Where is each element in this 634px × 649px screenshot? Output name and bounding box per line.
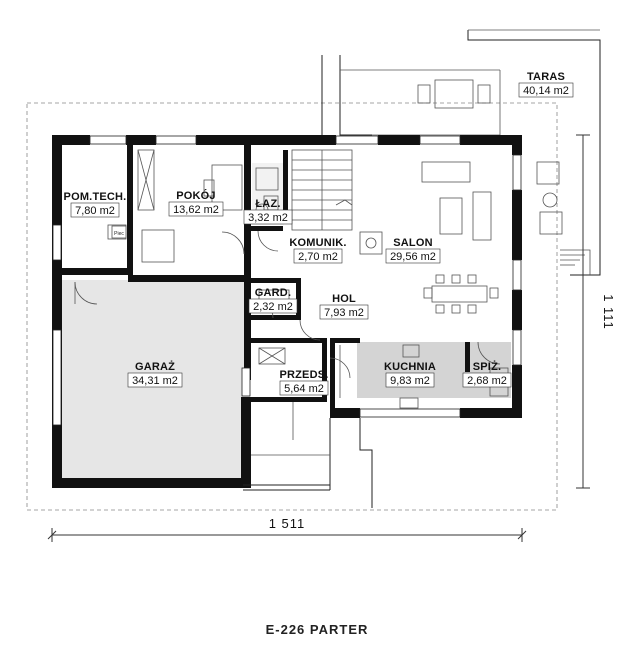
room-label-przeds: PRZEDS. 5,64 m2 (279, 369, 329, 396)
furniture (107, 149, 509, 409)
room-area: 7,93 m2 (324, 307, 364, 319)
room-area: 40,14 m2 (523, 85, 569, 97)
room-name: POKÓJ (176, 189, 216, 202)
room-area: 7,80 m2 (75, 205, 115, 217)
room-area: 34,31 m2 (132, 375, 178, 387)
room-area-box (462, 372, 512, 388)
interior-walls (62, 145, 470, 418)
room-name: GARAŻ (135, 360, 175, 373)
room-label-komunik: KOMUNIK. 2,70 m2 (289, 237, 346, 264)
room-labels: POM.TECH. 7,80 m2 POKÓJ 13,62 m2 ŁAZ. 3,32 m2… (64, 71, 574, 396)
room-label-spiz: SPIŻ. 2,68 m2 (462, 360, 512, 388)
room-area-box (279, 380, 329, 396)
room-label-taras: TARAS 40,14 m2 (518, 71, 574, 98)
stairs (291, 149, 353, 231)
width-dimension: 1 511 (269, 516, 306, 531)
room-name: TARAS (527, 71, 565, 83)
room-name: KOMUNIK. (289, 237, 346, 249)
terrace (321, 29, 601, 276)
room-area-box (168, 201, 224, 217)
dimension-depth: 1 111 (576, 134, 616, 489)
room-label-gard: GARD. 2,32 m2 (248, 287, 298, 314)
boiler-label: Piec (114, 231, 124, 237)
room-area: 2,68 m2 (467, 375, 507, 387)
room-name: SPIŻ. (473, 360, 502, 373)
room-area: 3,32 m2 (248, 212, 288, 224)
room-area-box (319, 304, 369, 320)
room-area-box (385, 248, 441, 264)
room-label-garaz: GARAŻ 34,31 m2 (127, 360, 183, 388)
room-name: GARD. (255, 287, 291, 299)
room-name: PRZEDS. (279, 369, 328, 381)
room-label-pokoj: POKÓJ 13,62 m2 (168, 189, 224, 217)
room-area: 13,62 m2 (173, 204, 219, 216)
room-label-kuchnia: KUCHNIA 9,83 m2 (384, 361, 436, 388)
windows (52, 135, 522, 426)
room-area-box (243, 209, 293, 225)
room-area: 29,56 m2 (390, 251, 436, 263)
dimension-width: 1 511 (47, 516, 527, 542)
room-label-laz: ŁAZ. 3,32 m2 (243, 198, 293, 225)
room-area-box (293, 248, 343, 264)
room-area: 5,64 m2 (284, 383, 324, 395)
pantry-fill (463, 342, 511, 398)
room-name: HOL (332, 293, 356, 305)
kitchen-fill (357, 342, 463, 398)
depth-dimension: 1 111 (601, 294, 616, 330)
boiler: Piec (111, 225, 127, 239)
room-area-box (518, 82, 574, 98)
room-name: ŁAZ. (255, 198, 280, 210)
room-area: 9,83 m2 (390, 375, 430, 387)
room-area-box (385, 372, 435, 388)
room-name: SALON (393, 237, 433, 249)
room-label-hol: HOL 7,93 m2 (319, 293, 369, 320)
room-name: POM.TECH. (64, 191, 127, 203)
room-label-salon: SALON 29,56 m2 (385, 237, 441, 264)
room-area-box (127, 372, 183, 388)
room-area-box (70, 202, 120, 218)
plan-caption: E-226 PARTER (265, 622, 369, 637)
room-name: KUCHNIA (384, 361, 436, 373)
exterior-walls (52, 135, 522, 488)
entrance (243, 402, 373, 508)
room-label-pom_tech: POM.TECH. 7,80 m2 (64, 191, 127, 218)
room-area-box (248, 298, 298, 314)
room-area: 2,32 m2 (253, 301, 293, 313)
room-area: 2,70 m2 (298, 251, 338, 263)
